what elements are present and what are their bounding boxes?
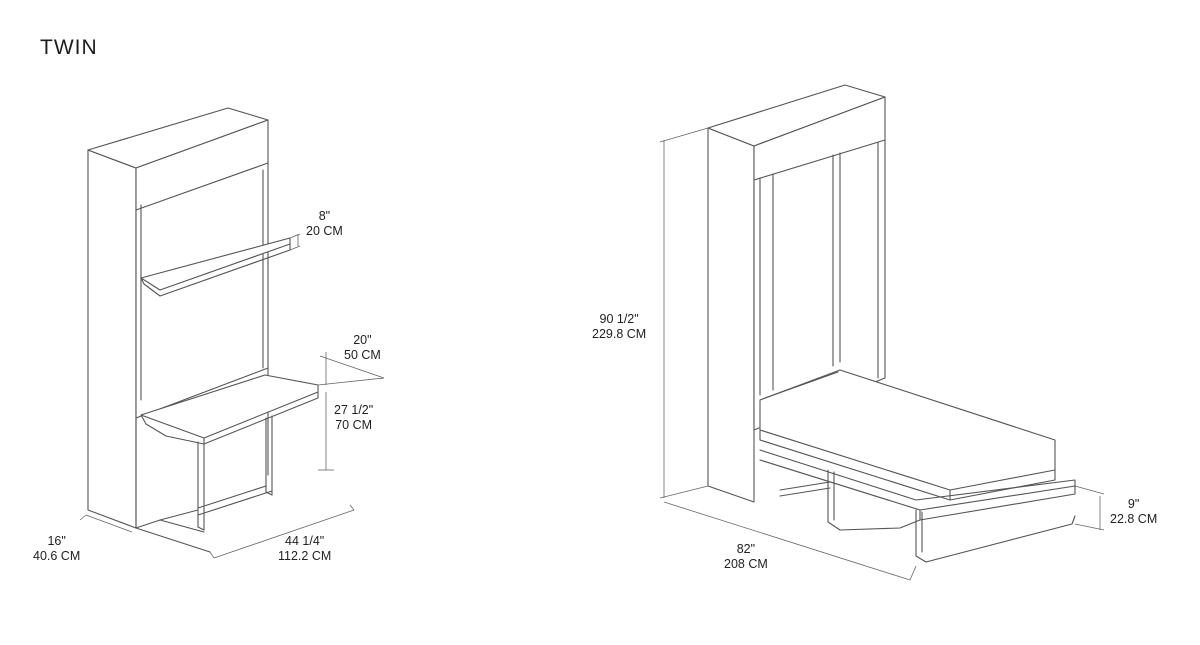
bed-cabinet-side bbox=[707, 127, 755, 503]
bed-frame bbox=[759, 449, 1076, 521]
desk-height-imperial: 27 1/2" bbox=[334, 403, 374, 417]
cabinet-width-dimension-line bbox=[209, 504, 355, 559]
floor-base bbox=[135, 519, 211, 553]
desk-depth-metric: 50 CM bbox=[344, 348, 381, 362]
model-title: TWIN bbox=[40, 36, 98, 59]
bed-height-label: 9" 22.8 CM bbox=[1110, 497, 1157, 527]
length-metric: 208 CM bbox=[724, 557, 768, 571]
cabinet-width-imperial: 44 1/4" bbox=[285, 534, 325, 548]
cabinet-depth-label: 16" 40.6 CM bbox=[33, 534, 80, 564]
cabinet-width-label: 44 1/4" 112.2 CM bbox=[278, 534, 331, 564]
wall-shelf bbox=[140, 237, 291, 297]
desk-height-dimension-line bbox=[318, 392, 334, 471]
height-metric: 229.8 CM bbox=[592, 327, 647, 341]
length-dimension-line bbox=[663, 501, 917, 581]
shelf-depth-label: 8" 20 CM bbox=[306, 209, 343, 239]
shelf-depth-dimension-line bbox=[289, 233, 301, 251]
shelf-depth-metric: 20 CM bbox=[306, 224, 343, 238]
desk-depth-dimension-line bbox=[317, 352, 385, 386]
bed-height-dimension-line bbox=[1074, 485, 1105, 531]
cabinet-depth-imperial: 16" bbox=[47, 534, 66, 548]
cabinet-width-metric: 112.2 CM bbox=[278, 549, 332, 563]
height-label: 90 1/2" 229.8 CM bbox=[592, 312, 646, 342]
fold-down-desk bbox=[140, 374, 319, 445]
height-dimension-line bbox=[659, 127, 709, 499]
cabinet-depth-metric: 40.6 CM bbox=[33, 549, 81, 563]
desk-depth-label: 20" 50 CM bbox=[344, 333, 381, 363]
desk-legs bbox=[159, 415, 273, 533]
shelf-depth-imperial: 8" bbox=[318, 209, 331, 223]
length-imperial: 82" bbox=[736, 542, 756, 556]
desk-height-label: 27 1/2" 70 CM bbox=[334, 403, 373, 433]
desk-height-metric: 70 CM bbox=[335, 418, 373, 432]
desk-depth-imperial: 20" bbox=[353, 333, 372, 347]
cabinet-depth-dimension-line bbox=[79, 514, 133, 533]
bed-height-imperial: 9" bbox=[1127, 497, 1140, 511]
height-imperial: 90 1/2" bbox=[599, 312, 639, 326]
mattress bbox=[759, 369, 1056, 501]
bed-cabinet-front bbox=[753, 96, 886, 431]
bed-height-metric: 22.8 CM bbox=[1110, 512, 1158, 526]
length-label: 82" 208 CM bbox=[724, 542, 768, 572]
bed-legs bbox=[779, 469, 1076, 563]
